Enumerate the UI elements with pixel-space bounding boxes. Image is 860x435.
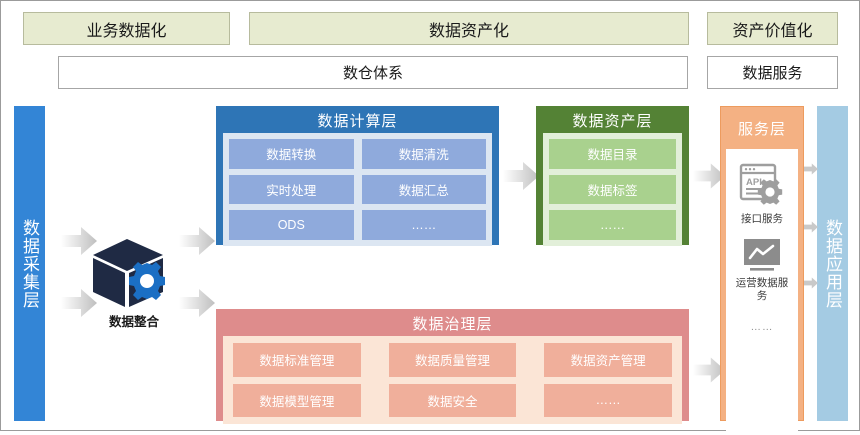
arrow-integration-to-governance — [179, 289, 215, 317]
arrow-service-to-application-2 — [804, 220, 818, 234]
chip-data-tags[interactable]: 数据标签 — [549, 174, 676, 205]
system-box-data-warehouse: 数仓体系 — [58, 56, 688, 89]
pillar-data-collection-layer: 数据采集层 — [14, 106, 45, 421]
chip-governance-more[interactable]: …… — [544, 383, 672, 417]
chip-compute-more[interactable]: …… — [361, 210, 486, 240]
chip-data-asset-management[interactable]: 数据资产管理 — [544, 343, 672, 377]
chip-data-aggregation[interactable]: 数据汇总 — [361, 174, 486, 205]
layer-title: 服务层 — [737, 120, 786, 138]
pillar-data-application-layer: 数据应用层 — [817, 106, 848, 421]
layer-card-asset: 数据资产层 数据目录 数据标签 …… — [536, 106, 689, 246]
service-item-label-ops: 运营数据服务 — [735, 277, 789, 303]
phase-label: 资产价值化 — [732, 22, 813, 40]
arrow-collect-to-integration-top — [61, 227, 97, 255]
system-label: 数仓体系 — [342, 65, 403, 82]
layer-card-governance: 数据治理层 数据标准管理 数据质量管理 数据资产管理 数据模型管理 数据安全 …… — [216, 309, 689, 424]
layer-card-compute: 数据计算层 数据转换 数据清洗 实时处理 数据汇总 ODS …… — [216, 106, 499, 246]
chip-data-catalog[interactable]: 数据目录 — [549, 139, 676, 169]
data-integration-node: 数据整合 — [89, 237, 179, 337]
layer-title: 数据资产层 — [572, 112, 653, 130]
system-label: 数据服务 — [742, 65, 803, 82]
cube-gear-icon — [91, 237, 177, 309]
arrow-service-to-application-1 — [804, 162, 818, 176]
chip-asset-more[interactable]: …… — [549, 210, 676, 240]
chip-realtime-processing[interactable]: 实时处理 — [229, 174, 354, 205]
chip-data-transform[interactable]: 数据转换 — [229, 139, 354, 169]
chip-data-model-management[interactable]: 数据模型管理 — [233, 383, 361, 417]
arrow-integration-to-compute — [179, 227, 215, 255]
service-item-label-more: …… — [750, 321, 774, 334]
pillar-label: 数据采集层 — [20, 218, 39, 309]
svg-text:API: API — [746, 177, 762, 188]
phase-label: 数据资产化 — [428, 22, 509, 40]
phase-banner-business-datafication: 业务数据化 — [23, 12, 230, 45]
layer-body: API 接口服务 运营数据服务 — [726, 149, 798, 435]
phase-label: 业务数据化 — [86, 22, 167, 40]
pillar-label: 数据应用层 — [823, 218, 842, 309]
layer-title: 数据治理层 — [412, 315, 493, 333]
layer-body: 数据目录 数据标签 …… — [543, 133, 682, 246]
arrow-collect-to-integration-bottom — [61, 289, 97, 317]
chip-ods[interactable]: ODS — [229, 210, 354, 240]
layer-title: 数据计算层 — [317, 112, 398, 130]
layer-body: 数据标准管理 数据质量管理 数据资产管理 数据模型管理 数据安全 …… — [223, 336, 682, 424]
arrow-service-to-application-3 — [804, 276, 818, 290]
service-item-label-api: 接口服务 — [741, 213, 783, 225]
phase-banner-data-assetization: 数据资产化 — [249, 12, 689, 45]
chip-data-security[interactable]: 数据安全 — [388, 383, 517, 417]
arrow-governance-to-service — [693, 356, 725, 384]
system-box-data-service: 数据服务 — [707, 56, 838, 89]
layer-card-service: 服务层 API 接口服务 — [720, 106, 804, 435]
phase-banner-asset-valuation: 资产价值化 — [707, 12, 838, 45]
layer-body: 数据转换 数据清洗 实时处理 数据汇总 ODS …… — [223, 133, 492, 246]
chip-data-standard-management[interactable]: 数据标准管理 — [233, 343, 361, 377]
monitor-chart-icon — [742, 238, 782, 272]
chip-data-cleansing[interactable]: 数据清洗 — [361, 139, 486, 169]
chip-data-quality-management[interactable]: 数据质量管理 — [388, 343, 517, 377]
arrow-compute-to-asset — [503, 162, 539, 190]
data-integration-label: 数据整合 — [108, 315, 159, 329]
arrow-asset-to-service — [693, 162, 725, 190]
api-window-gear-icon: API — [739, 163, 785, 207]
